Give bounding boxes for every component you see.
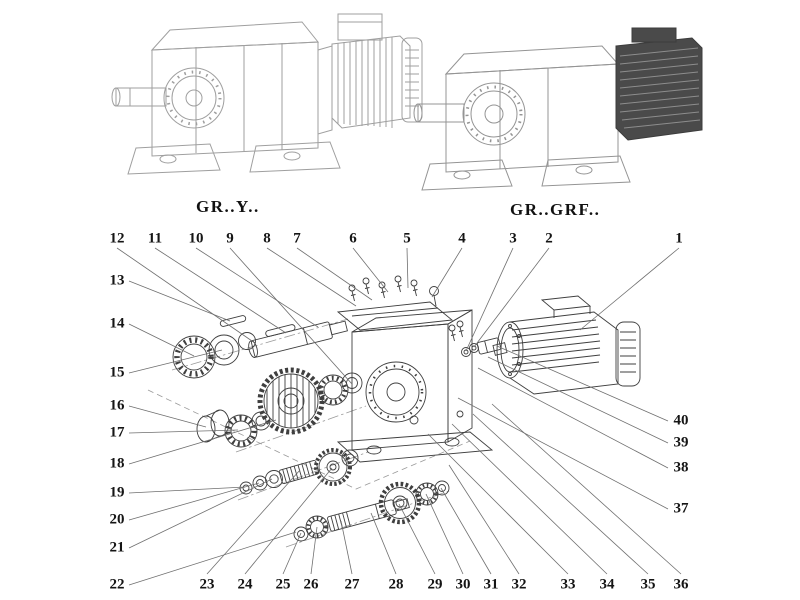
callout-19: 19 <box>109 484 125 501</box>
washers-middle <box>239 470 283 495</box>
cover-bolts <box>348 275 418 302</box>
figure-label-gr-grf: GR..GRF.. <box>510 200 601 219</box>
output-hub <box>163 67 225 129</box>
input-washers <box>461 343 479 357</box>
callout-2: 2 <box>545 230 553 247</box>
callout-7: 7 <box>293 230 301 247</box>
callout-26: 26 <box>303 576 319 593</box>
callout-11: 11 <box>147 230 163 247</box>
output-shaft <box>111 87 167 107</box>
second-bearing <box>224 414 258 448</box>
callout-5: 5 <box>403 230 411 247</box>
pinion-shaft <box>278 460 320 484</box>
callout-14: 14 <box>109 315 125 332</box>
bottom-bearing-left <box>305 515 329 539</box>
input-bolts <box>448 320 464 342</box>
callout-1: 1 <box>675 230 683 247</box>
callout-28: 28 <box>388 576 404 593</box>
callout-20: 20 <box>109 511 125 528</box>
callout-18: 18 <box>109 455 125 472</box>
construction-lines <box>147 318 471 548</box>
shaft-key <box>219 315 247 327</box>
callout-31: 31 <box>483 576 499 593</box>
intermediate-bearing <box>317 374 349 406</box>
callout-22: 22 <box>109 576 125 593</box>
callout-40: 40 <box>673 412 689 429</box>
callout-17: 17 <box>109 424 125 441</box>
leader-lines <box>116 247 682 586</box>
callout-4: 4 <box>458 230 466 247</box>
output-hub <box>462 82 526 146</box>
callout-15: 15 <box>109 364 125 381</box>
retaining-ring <box>251 411 271 431</box>
bottom-ring <box>434 480 450 496</box>
middle-gear <box>314 448 352 486</box>
spacer-ring <box>341 372 363 394</box>
large-gear <box>257 367 325 435</box>
output-shaft-exploded <box>248 320 348 358</box>
callout-8: 8 <box>263 230 271 247</box>
callout-37: 37 <box>673 500 689 517</box>
snap-ring <box>238 332 256 350</box>
callout-12: 12 <box>109 230 125 247</box>
callout-13: 13 <box>109 272 125 289</box>
callout-25: 25 <box>275 576 291 593</box>
callout-30: 30 <box>455 576 471 593</box>
motor <box>317 13 423 135</box>
callout-34: 34 <box>599 576 615 593</box>
callout-9: 9 <box>226 230 234 247</box>
callout-36: 36 <box>673 576 689 593</box>
oil-seal <box>208 334 240 366</box>
exploded-view <box>147 275 641 548</box>
mounting-feet <box>421 155 631 191</box>
callout-35: 35 <box>640 576 656 593</box>
callout-23: 23 <box>199 576 215 593</box>
electric-motor <box>492 295 641 395</box>
mounting-feet <box>127 141 341 175</box>
callout-29: 29 <box>427 576 443 593</box>
top-cover <box>336 301 454 331</box>
callout-32: 32 <box>511 576 527 593</box>
middle-ring <box>341 449 359 467</box>
bottom-gear <box>378 481 422 525</box>
callout-21: 21 <box>109 539 125 556</box>
callout-39: 39 <box>673 434 689 451</box>
callout-38: 38 <box>673 459 689 476</box>
input-pinion-shaft <box>327 498 410 532</box>
input-coupling <box>476 337 502 355</box>
figure-gr-grf-drawing <box>413 27 703 191</box>
callout-24: 24 <box>237 576 253 593</box>
eye-bolt <box>429 286 439 307</box>
callout-3: 3 <box>509 230 517 247</box>
output-shaft <box>413 103 465 123</box>
callout-27: 27 <box>344 576 360 593</box>
callout-10: 10 <box>188 230 204 247</box>
figure-gr-y-drawing <box>111 13 423 175</box>
compact-motor <box>615 27 703 141</box>
callout-16: 16 <box>109 397 125 414</box>
bottom-bearing-right <box>415 482 439 506</box>
callout-33: 33 <box>560 576 576 593</box>
callout-6: 6 <box>349 230 357 247</box>
figure-label-gr-y: GR..Y.. <box>196 197 260 216</box>
